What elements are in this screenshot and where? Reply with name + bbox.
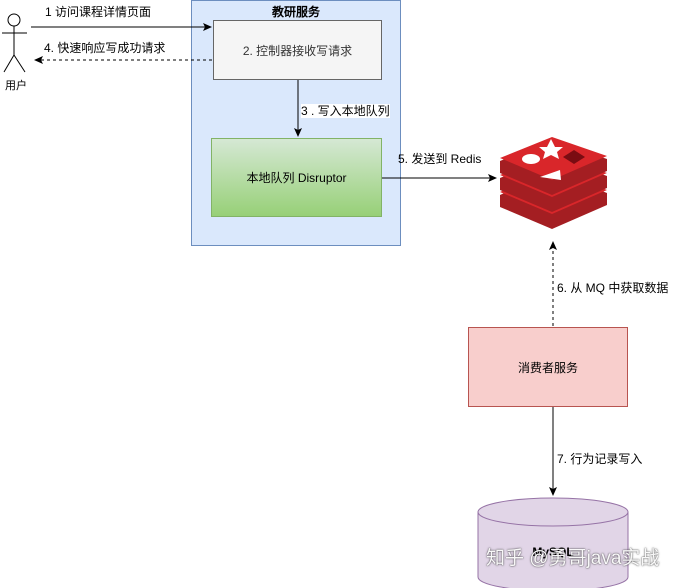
user-actor-label: 用户	[5, 80, 27, 92]
edge-5-label: 5. 发送到 Redis	[398, 152, 482, 166]
redis-logo-icon[interactable]	[500, 137, 607, 229]
edge-4-label: 4. 快速响应写成功请求	[44, 41, 166, 55]
consumer-node[interactable]: 消费者服务	[468, 327, 628, 407]
watermark: 知乎 @勇哥java实战	[486, 548, 660, 569]
disruptor-node[interactable]: 本地队列 Disruptor	[211, 138, 382, 217]
edge-1-label: 1 访问课程详情页面	[45, 5, 152, 19]
db-label: MySQL	[532, 545, 574, 559]
controller-node[interactable]: 2. 控制器接收写请求	[213, 20, 382, 80]
edge-6-label: 6. 从 MQ 中获取数据	[557, 281, 669, 295]
user-actor-icon[interactable]	[2, 13, 27, 73]
mysql-database-icon[interactable]	[477, 497, 629, 588]
group-title: 教研服务	[271, 5, 320, 19]
edge-3-label: 3 . 写入本地队列	[301, 104, 390, 118]
edge-7-label: 7. 行为记录写入	[557, 452, 643, 466]
